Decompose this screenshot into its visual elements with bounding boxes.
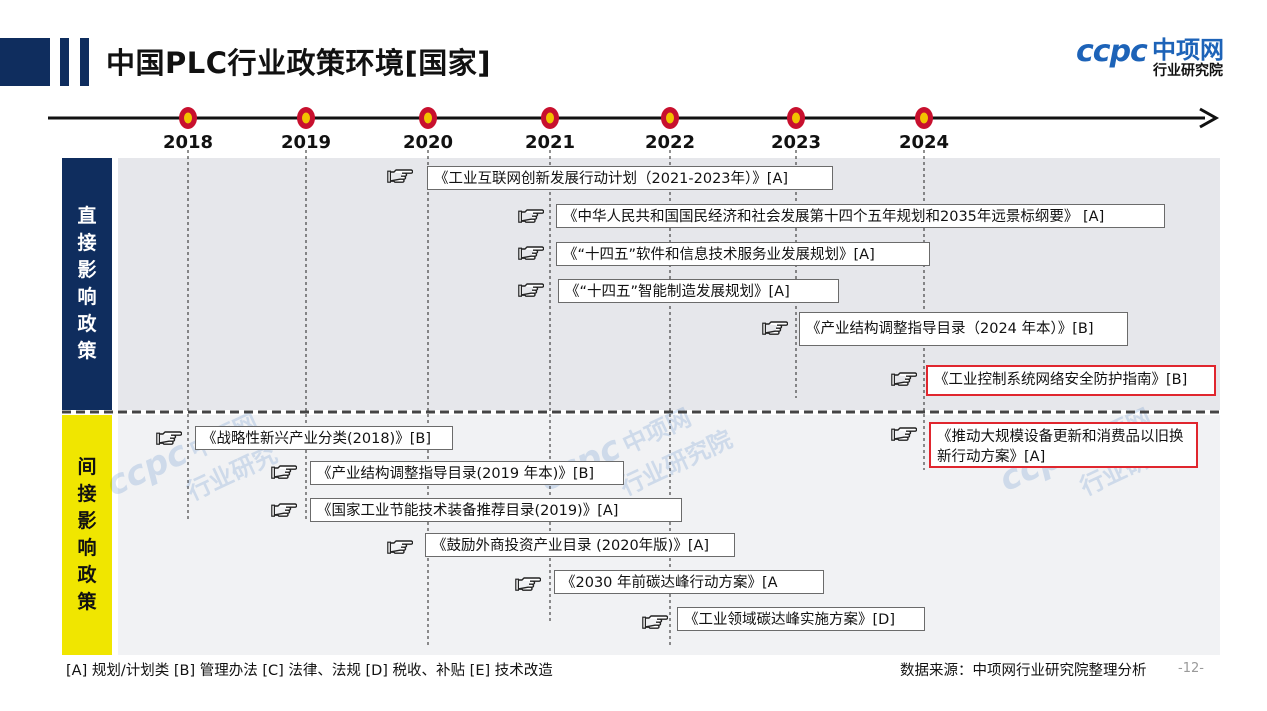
pointing-hand-icon — [518, 243, 544, 263]
policy-box: 《战略性新兴产业分类(2018)》[B] — [195, 426, 453, 450]
policy-box: 《工业领域碳达峰实施方案》[D] — [677, 607, 925, 631]
logo-name: 中项网 — [1152, 36, 1224, 64]
pointing-hand-icon — [762, 318, 788, 338]
pointing-hand-icon — [387, 166, 413, 186]
timeline-marker-center — [424, 112, 432, 124]
year-label: 2024 — [898, 132, 950, 153]
year-label: 2018 — [162, 132, 214, 153]
policy-box: 《工业互联网创新发展行动计划（2021-2023年）》[A] — [427, 166, 833, 190]
policy-box-highlighted: 《工业控制系统网络安全防护指南》[B] — [926, 365, 1216, 396]
page-title: 中国PLC行业政策环境[国家] — [106, 46, 492, 80]
header-bar-stripe-2 — [80, 38, 89, 86]
timeline-marker-center — [920, 112, 928, 124]
indirect-policy-label: 间接影响政策 — [62, 415, 112, 655]
policy-box: 《2030 年前碳达峰行动方案》[A — [554, 570, 824, 594]
data-source: 数据来源：中项网行业研究院整理分析 — [900, 663, 1147, 679]
policy-box: 《鼓励外商投资产业目录 (2020年版)》[A] — [425, 533, 735, 557]
policy-box-highlighted: 《推动大规模设备更新和消费品以旧换新行动方案》[A] — [929, 422, 1198, 468]
pointing-hand-icon — [387, 537, 413, 557]
policy-box: 《产业结构调整指导目录(2019 年本)》[B] — [310, 461, 624, 485]
pointing-hand-icon — [891, 369, 917, 389]
timeline-arrow-icon — [1199, 107, 1220, 129]
pointing-hand-icon — [642, 612, 668, 632]
direct-policy-label: 直接影响政策 — [62, 158, 112, 410]
page-number: -12- — [1178, 661, 1204, 676]
policy-box: 《中华人民共和国国民经济和社会发展第十四个五年规划和2035年远景标纲要》 [A… — [556, 204, 1165, 228]
timeline-marker-center — [792, 112, 800, 124]
pointing-hand-icon — [891, 424, 917, 444]
year-label: 2020 — [402, 132, 454, 153]
year-label: 2023 — [770, 132, 822, 153]
pointing-hand-icon — [156, 428, 182, 448]
timeline-marker-center — [546, 112, 554, 124]
policy-box: 《“十四五”智能制造发展规划》[A] — [558, 279, 839, 303]
logo-subtitle: 行业研究院 — [1153, 63, 1223, 79]
pointing-hand-icon — [515, 574, 541, 594]
pointing-hand-icon — [271, 500, 297, 520]
legend: [A] 规划/计划类 [B] 管理办法 [C] 法律、法规 [D] 税收、补贴 … — [66, 663, 553, 679]
year-label: 2019 — [280, 132, 332, 153]
header-bar-stripe-1 — [60, 38, 69, 86]
policy-box: 《国家工业节能技术装备推荐目录(2019)》[A] — [310, 498, 682, 522]
timeline-marker-center — [666, 112, 674, 124]
header-bar-left — [0, 38, 50, 86]
timeline-marker-center — [184, 112, 192, 124]
year-label: 2022 — [644, 132, 696, 153]
pointing-hand-icon — [271, 462, 297, 482]
logo-mark: ccpc — [1076, 34, 1148, 69]
ccpc-logo: ccpc 中项网 行业研究院 — [1076, 28, 1246, 80]
pointing-hand-icon — [518, 280, 544, 300]
policy-box: 《产业结构调整指导目录（2024 年本）》[B] — [799, 312, 1128, 346]
year-label: 2021 — [524, 132, 576, 153]
timeline-marker-center — [302, 112, 310, 124]
pointing-hand-icon — [518, 206, 544, 226]
policy-box: 《“十四五”软件和信息技术服务业发展规划》[A] — [556, 242, 930, 266]
